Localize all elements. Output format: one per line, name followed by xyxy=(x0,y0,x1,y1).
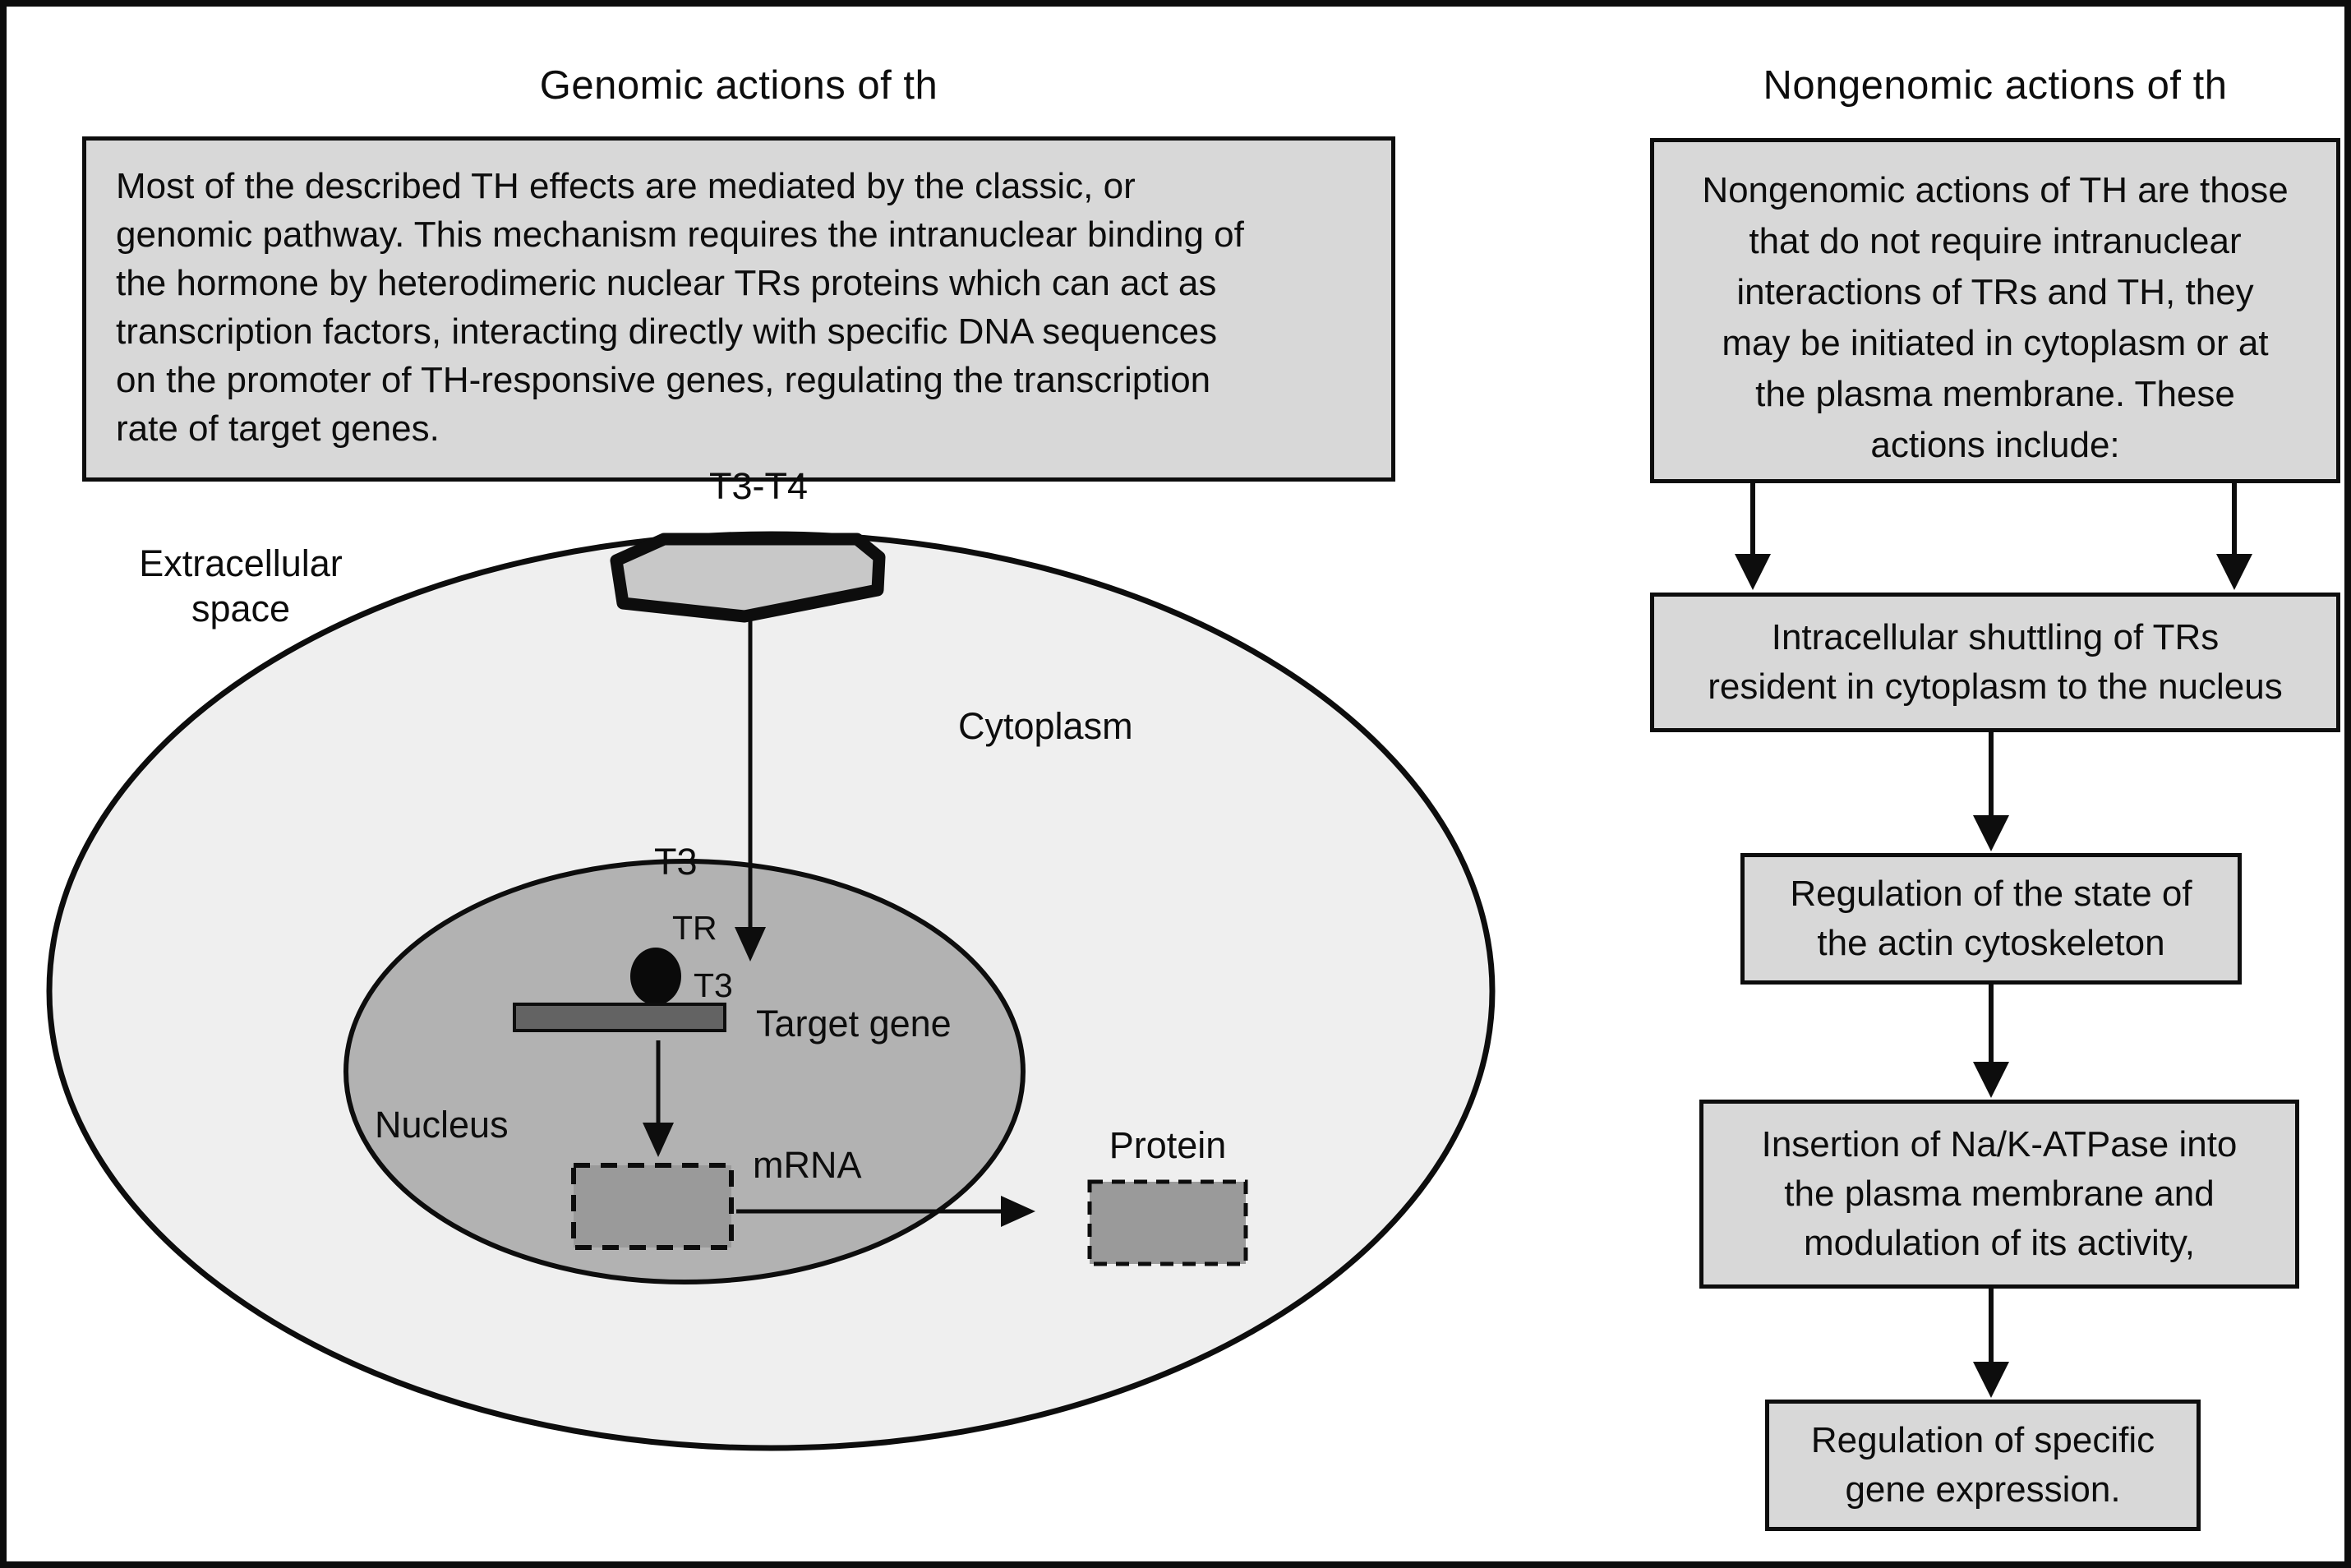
step-box-gene-expression: Regulation of specific gene expression. xyxy=(1765,1400,2201,1531)
step-box-na-k-atpase: Insertion of Na/K-ATPase into the plasma… xyxy=(1699,1100,2299,1289)
step-line: Regulation of specific xyxy=(1810,1420,2155,1460)
hormone-label: T3-T4 xyxy=(708,465,808,507)
description-line: the plasma membrane. These xyxy=(1755,374,2235,414)
description-line: interactions of TRs and TH, they xyxy=(1736,272,2254,312)
extracellular-label: Extracellular space xyxy=(109,541,372,631)
transcription-arrow xyxy=(643,1040,674,1157)
flow-arrow-step2-step3 xyxy=(1973,985,2009,1098)
target-gene-bar xyxy=(513,1003,726,1032)
flow-arrow-into-step1-right xyxy=(2216,482,2252,590)
target-gene-label: Target gene xyxy=(756,1003,952,1045)
flow-arrow-into-step1-left xyxy=(1735,482,1771,590)
description-line: genomic pathway. This mechanism requires… xyxy=(116,214,1244,255)
nucleus-shape xyxy=(343,859,1026,1284)
tr-receptor-dot xyxy=(630,948,681,1005)
nucleus-label: Nucleus xyxy=(375,1104,509,1146)
step-box-actin-cytoskeleton: Regulation of the state of the actin cyt… xyxy=(1740,853,2242,985)
cytoplasm-label: Cytoplasm xyxy=(958,705,1133,747)
step-line: modulation of its activity, xyxy=(1803,1223,2196,1263)
description-line: that do not require intranuclear xyxy=(1749,221,2242,261)
description-line: on the promoter of TH-responsive genes, … xyxy=(116,360,1211,400)
step-line: Regulation of the state of xyxy=(1790,874,2192,914)
extracellular-label-line1: Extracellular xyxy=(139,542,343,584)
diagram-shapes-layer xyxy=(46,482,2252,1451)
flow-arrow-step1-step2 xyxy=(1973,732,2009,851)
step-line: Insertion of Na/K-ATPase into xyxy=(1761,1124,2238,1164)
genomic-description-box: Most of the described TH effects are med… xyxy=(82,136,1395,482)
t3-entry-arrow xyxy=(735,619,766,962)
description-line: Most of the described TH effects are med… xyxy=(116,166,1136,206)
description-line: the hormone by heterodimeric nuclear TRs… xyxy=(116,263,1217,303)
description-line: transcription factors, interacting direc… xyxy=(116,311,1218,352)
step-line: the plasma membrane and xyxy=(1784,1174,2215,1214)
protein-box xyxy=(1087,1179,1248,1266)
description-line: Nongenomic actions of TH are those xyxy=(1702,170,2289,210)
t3-bound-label: T3 xyxy=(694,966,733,1004)
nongenomic-title: Nongenomic actions of th xyxy=(1763,63,2228,108)
description-line: rate of target genes. xyxy=(116,408,440,449)
description-line: actions include: xyxy=(1870,425,2120,465)
step-line: Intracellular shuttling of TRs xyxy=(1771,617,2220,657)
step-line: gene expression. xyxy=(1845,1469,2121,1510)
protein-label: Protein xyxy=(1109,1124,1227,1166)
flow-arrow-step3-step4 xyxy=(1973,1289,2009,1398)
step-line: the actin cytoskeleton xyxy=(1817,923,2165,963)
genomic-title: Genomic actions of th xyxy=(539,63,938,108)
description-line: may be initiated in cytoplasm or at xyxy=(1722,323,2269,363)
step-line: resident in cytoplasm to the nucleus xyxy=(1708,666,2283,707)
translation-arrow xyxy=(736,1196,1035,1227)
extracellular-label-line2: space xyxy=(191,588,291,630)
tr-label: TR xyxy=(672,909,717,947)
t3-transport-label: T3 xyxy=(654,841,698,883)
membrane-receptor-shape xyxy=(610,533,886,623)
mrna-label: mRNA xyxy=(753,1144,862,1186)
nongenomic-description-box: Nongenomic actions of TH are those that … xyxy=(1650,138,2340,483)
step-box-intracellular-shuttling: Intracellular shuttling of TRs resident … xyxy=(1650,593,2340,732)
mrna-box xyxy=(571,1163,734,1250)
